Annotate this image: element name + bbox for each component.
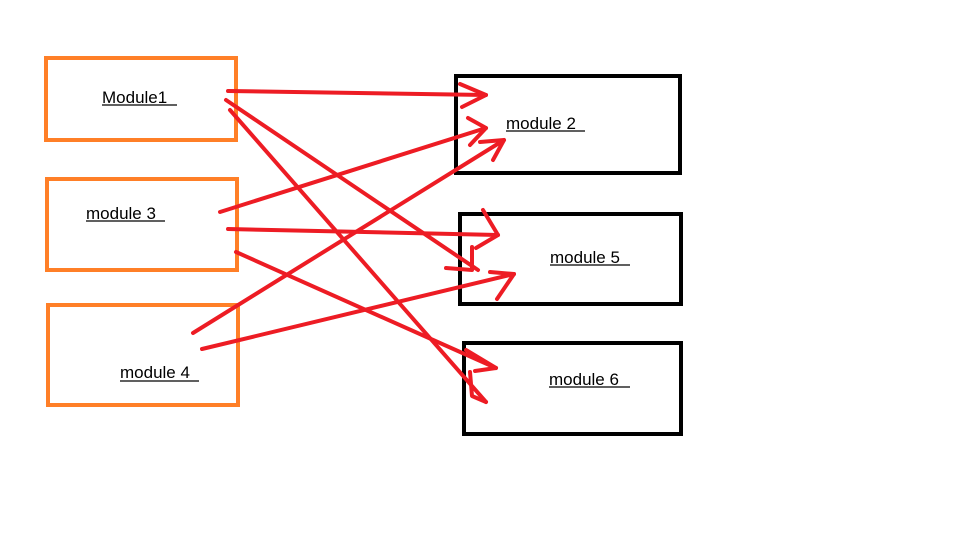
node-module-2-box [454, 74, 682, 175]
node-module-2-label: module 2 [506, 114, 576, 133]
arrows [191, 82, 516, 404]
node-module-4: module 4 [46, 303, 240, 407]
arrow-module-3-to-module-5 [226, 208, 500, 250]
node-module-3: module 3 [45, 177, 239, 272]
arrow-module-1-to-module-6 [228, 108, 488, 404]
node-module-3-label: module 3 [86, 204, 156, 223]
node-module-4-label: module 4 [120, 363, 190, 382]
node-module-6: module 6 [462, 341, 683, 436]
node-module-5-label: module 5 [550, 248, 620, 267]
arrow-module-4-to-module-2 [191, 138, 506, 335]
arrow-module-1-to-module-5 [224, 98, 480, 272]
node-module-2: module 2 [454, 74, 682, 175]
node-module-6-label: module 6 [549, 370, 619, 389]
node-module-1-box [44, 56, 238, 142]
node-module-6-box [462, 341, 683, 436]
node-module-4-box [46, 303, 240, 407]
arrow-module-1-to-module-2 [226, 82, 488, 109]
node-module-3-box [45, 177, 239, 272]
node-module-1: Module1 [44, 56, 238, 142]
arrow-module-4-to-module-5 [200, 270, 516, 351]
arrow-module-3-to-module-2 [218, 116, 488, 214]
node-module-1-label: Module1 [102, 88, 167, 107]
